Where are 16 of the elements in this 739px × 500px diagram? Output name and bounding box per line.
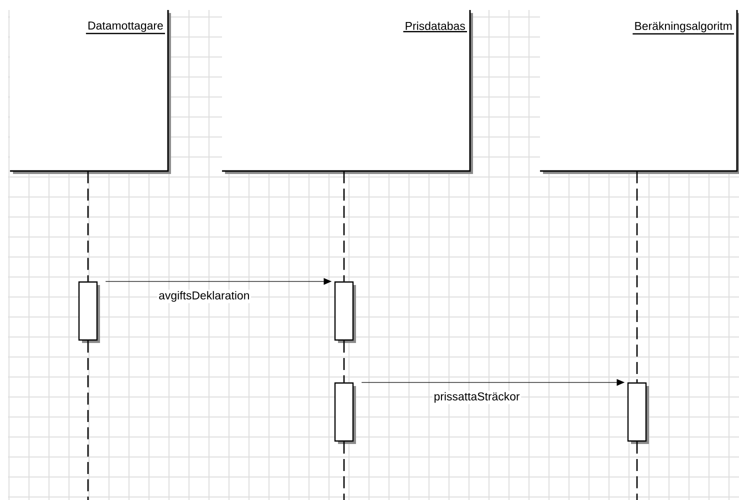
edge-label: prissattaSträckor xyxy=(432,390,522,404)
lifeline xyxy=(87,340,89,500)
lifeline-header: Beräkningsalgoritm xyxy=(540,10,739,174)
lifeline xyxy=(636,442,638,500)
activation-bar xyxy=(334,281,356,343)
activation-bar xyxy=(78,281,100,343)
lifeline-header: Datamottagare xyxy=(10,10,171,174)
lifeline xyxy=(87,171,89,282)
lifeline xyxy=(343,171,345,282)
lifeline xyxy=(343,340,345,382)
lifeline-header: Prisdatabas xyxy=(222,10,473,174)
edge-label: avgiftsDeklaration xyxy=(157,290,252,304)
activation-bar xyxy=(627,382,649,444)
lifeline xyxy=(636,171,638,382)
activation-bar xyxy=(334,382,356,444)
lifeline xyxy=(343,442,345,500)
